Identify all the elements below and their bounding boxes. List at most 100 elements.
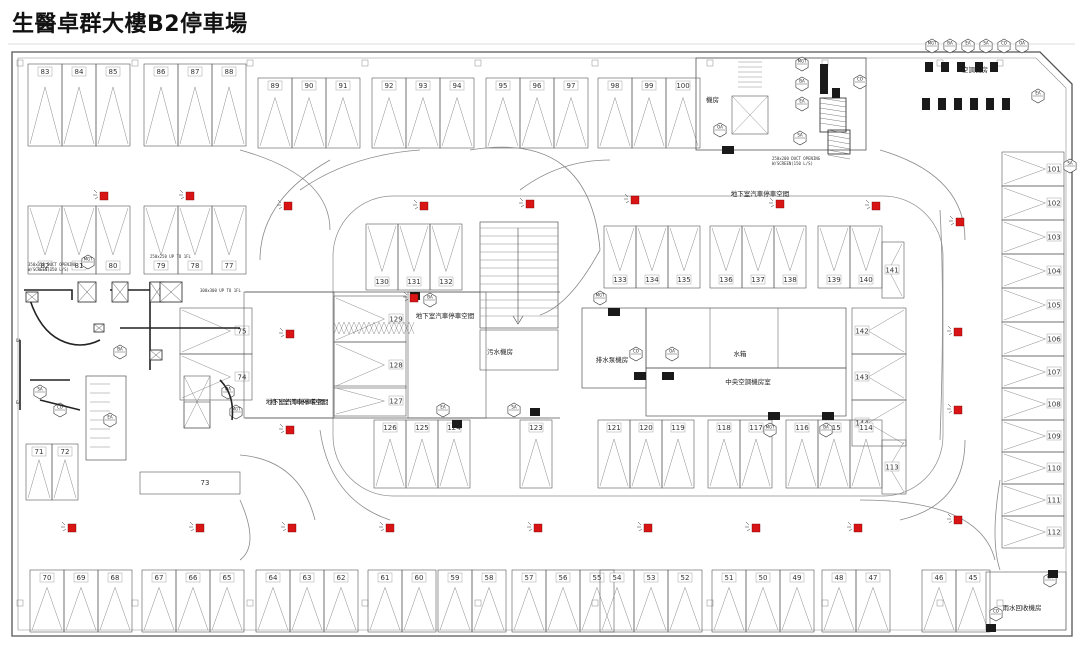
stall-lines [547,586,579,631]
stair-left [85,375,127,461]
fan-unit-23 [986,624,996,632]
sensor-body [775,199,785,209]
hatch-b [363,321,370,335]
stall-number: 115 [827,424,840,432]
note-up-b: 300x300 UP TO 1FL [200,288,242,293]
hex-tag: CO [997,38,1011,54]
fan-unit-21 [530,408,540,416]
stall-lines [441,96,473,147]
stall-number: 107 [1047,369,1060,377]
hex-tag: SA [793,130,807,146]
stall-lines [325,586,357,631]
column-b5 [591,599,599,607]
stall-number: 103 [1047,234,1060,242]
stall-89: 89 [257,77,293,149]
stall-107: 107 [1001,355,1065,389]
stall-110: 110 [1001,451,1065,485]
co-sensor-18 [527,521,543,533]
stall-132: 132 [429,223,463,291]
stall-tag [555,572,571,583]
stall-lines [819,227,849,272]
co-sensor-21 [847,521,863,533]
stall-93: 93 [405,77,441,149]
stall-74: 74 [179,353,253,401]
stall-tag [377,572,393,583]
column-6 [706,59,714,67]
stall-lines [259,96,291,147]
hex-label: CO [633,349,639,354]
stall-121: 121 [597,419,631,489]
hatch-b [408,321,415,335]
hex-tag: OA [1015,38,1029,54]
stall-tag [612,274,628,285]
stall-tag [151,572,167,583]
stall-tag [187,66,203,77]
stall-box [553,77,589,149]
hex-label: CO [993,609,999,614]
stall-number: 67 [155,574,164,582]
stall-box [61,63,97,147]
stall-143: 143 [851,353,907,401]
stall-lines [375,438,405,487]
stall-98: 98 [597,77,633,149]
stall-lines [747,586,779,631]
stall-number: 84 [75,68,84,76]
hex-label: SA [37,387,43,392]
stall-tag [563,80,579,91]
stall-106: 106 [1001,321,1065,357]
stall-tag [234,371,250,382]
hex-tag: MGT [763,422,777,438]
stall-lines [709,438,739,487]
co-sensor-5 [624,193,640,205]
stall-number: 119 [671,424,684,432]
stall-lines [53,458,77,499]
stall-number: 141 [885,267,898,275]
hex-label: OA [669,349,675,354]
sensor-body [953,327,963,337]
stall-tag [1046,462,1062,473]
stall-number: 109 [1047,433,1060,441]
stall-number: 104 [1047,268,1061,276]
sensor-body [871,201,881,211]
fan-unit-22 [1048,570,1058,578]
stall-tag [1046,366,1062,377]
sensor-tick [279,327,285,338]
hatch-b [368,321,375,335]
stall-tag [854,371,870,382]
stall-number: 52 [681,574,690,582]
sensor-tick [947,325,953,336]
duct-2 [59,339,101,346]
stall-box [209,569,245,633]
column-b6 [706,599,714,607]
sensor-tick [189,521,195,532]
stall-tag [301,80,317,91]
stall-67: 67 [141,569,177,633]
sensor-tick [847,521,853,532]
stall-103: 103 [1001,219,1065,255]
stall-tag [73,572,89,583]
stall-tag [1046,398,1062,409]
stall-box [667,225,701,289]
stall-lines [867,309,905,353]
stall-80: 80 [95,205,131,275]
stall-85: 85 [95,63,131,147]
stall-tag [607,80,623,91]
co-sensor-4 [519,197,535,209]
stall-lines [257,586,289,631]
ramp [479,221,559,329]
hex-label: OA [1019,41,1025,46]
stall-box [881,241,905,299]
stall-tag [267,80,283,91]
shaft-hatch [827,149,851,155]
stall-box [667,569,703,633]
stall-94: 94 [439,77,475,149]
fan-unit-0 [925,62,933,72]
co-sensor-8 [949,215,965,227]
stall-box [323,569,359,633]
stall-tag [831,572,847,583]
stall-51: 51 [711,569,747,633]
stall-box [177,63,213,147]
note-duct-a: 350x350 DUCT OPENING [28,262,77,267]
ahu-x-1 [111,281,129,303]
sensor-tick [179,189,185,200]
